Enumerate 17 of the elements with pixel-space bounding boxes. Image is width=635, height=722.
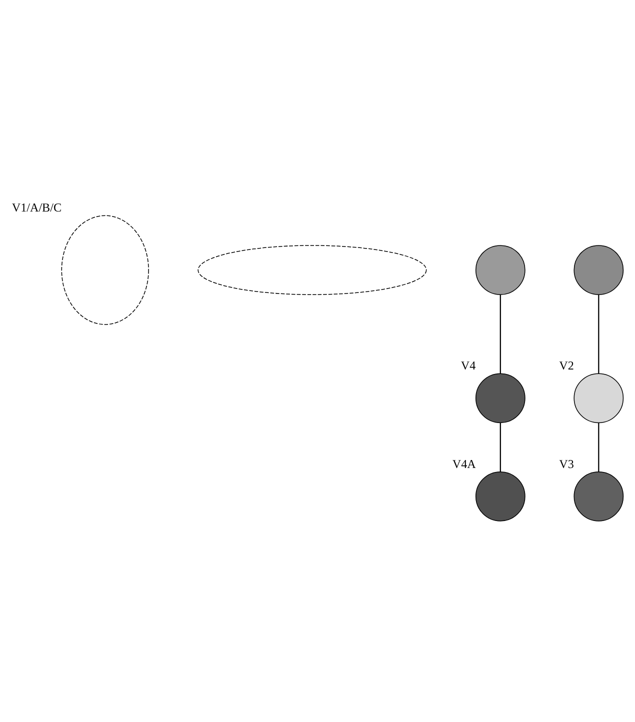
- node-circle: [475, 470, 526, 521]
- node-circle: [475, 244, 526, 294]
- node-label: V4: [460, 358, 476, 372]
- node-circle: [574, 244, 624, 294]
- connector: [500, 294, 501, 373]
- node-label: V2: [559, 358, 574, 372]
- connector: [500, 422, 501, 472]
- node-label: V3: [559, 456, 574, 470]
- node-circle: [475, 372, 526, 423]
- node-label: V4A: [452, 456, 476, 470]
- node-circle: [574, 470, 624, 521]
- connector: [598, 422, 600, 472]
- connector: [598, 294, 600, 373]
- node-ellipse: [61, 214, 149, 324]
- node-label: V1/A/B/C: [12, 200, 62, 214]
- node-ellipse: [198, 244, 427, 294]
- node-circle: [574, 372, 624, 423]
